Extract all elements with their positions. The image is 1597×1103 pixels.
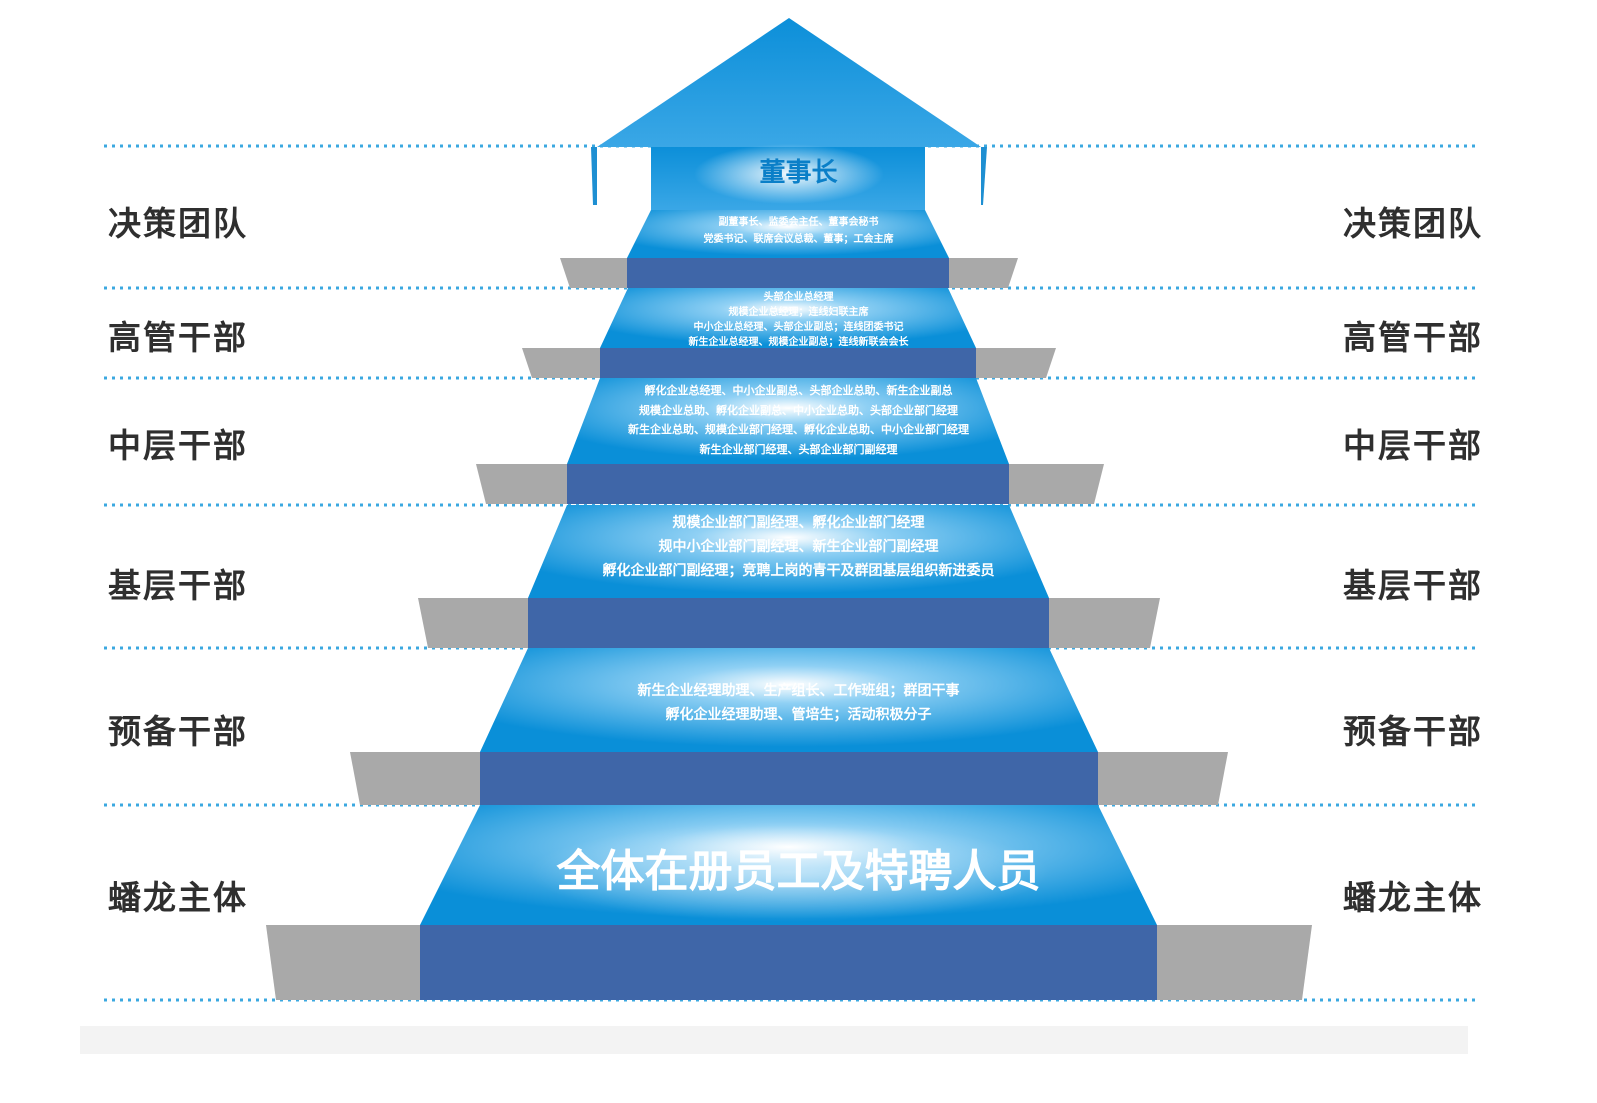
step-ledge-right (1049, 598, 1160, 648)
tier-description: 新生企业经理助理、生产组长、工作班组；群团干事孵化企业经理助理、管培生；活动积极… (0, 679, 1597, 727)
tier-description-line: 孵化企业经理助理、管培生；活动积极分子 (665, 707, 932, 723)
tier-label-left: 预备干部 (108, 712, 248, 751)
tier-description-line: 副董事长、监委会主任、董事会秘书 (718, 217, 879, 228)
arrow-wing-right (981, 147, 987, 205)
step-riser (480, 752, 1098, 805)
tier-label-left: 中层干部 (108, 426, 248, 465)
step-face (567, 378, 1009, 464)
pyramid-steps (266, 18, 1312, 1000)
tier-description: 规模企业部门副经理、孵化企业部门经理规中小企业部门副经理、新生企业部门副经理孵化… (0, 511, 1597, 583)
step-face (480, 648, 1098, 752)
step-riser (600, 348, 976, 378)
title-glow (694, 144, 884, 204)
tier-label-left: 蟠龙主体 (108, 878, 248, 917)
step-ledge-left (266, 925, 420, 1000)
tier-label-left: 高管干部 (108, 318, 248, 357)
step-ledge-left (350, 752, 480, 805)
tier-description: 孵化企业总经理、中小企业副总、头部企业总助、新生企业副总规模企业总助、孵化企业副… (0, 381, 1597, 459)
tier-label-right: 基层干部 (1343, 566, 1483, 605)
step-ledge-right (976, 348, 1056, 378)
base-glow (529, 822, 1049, 922)
tier-description-line: 新生企业总经理、规模企业副总；连线新联会会长 (688, 337, 909, 348)
tier-label-right: 蟠龙主体 (1343, 878, 1483, 917)
tier-description-line: 规模企业总助、孵化企业副总、中小企业总助、头部企业部门经理 (639, 403, 958, 417)
arrow-head (597, 18, 981, 147)
tier-label-right: 决策团队 (1343, 204, 1483, 243)
tier-title: 全体在册员工及特聘人员 (556, 846, 1041, 897)
step-ledge-right (1157, 925, 1312, 1000)
step-riser (567, 464, 1009, 504)
tier-description-line: 党委书记、联席会议总裁、董事；工会主席 (703, 234, 894, 245)
tier-description-line: 规模企业总经理；连线妇联主席 (728, 307, 869, 318)
step-ledge-right (1098, 752, 1228, 805)
step-riser (420, 925, 1157, 1000)
step-ledge-left (560, 258, 627, 288)
arrow-wing-left (591, 147, 597, 205)
step-ledge-left (418, 598, 528, 648)
step-face (627, 210, 949, 258)
tier-description-line: 规中小企业部门副经理、新生企业部门副经理 (658, 539, 939, 555)
step-face (600, 288, 976, 348)
footer-strip (80, 1026, 1468, 1054)
tier-description-line: 孵化企业部门副经理；竞聘上岗的青干及群团基层组织新进委员 (602, 563, 995, 579)
tier-description-line: 孵化企业总经理、中小企业副总、头部企业总助、新生企业副总 (644, 384, 953, 397)
tier-description: 副董事长、监委会主任、董事会秘书党委书记、联席会议总裁、董事；工会主席 (0, 214, 1597, 248)
tier-description: 头部企业总经理规模企业总经理；连线妇联主席中小企业总经理、头部企业副总；连线团委… (0, 290, 1597, 350)
tier-label-left: 基层干部 (108, 566, 248, 605)
step-ledge-left (476, 464, 567, 504)
tier-description-line: 新生企业部门经理、头部企业部门副经理 (699, 442, 898, 456)
step-riser (528, 598, 1049, 648)
tier-label-right: 中层干部 (1343, 426, 1483, 465)
step-riser (627, 258, 949, 288)
tier-description-line: 头部企业总经理 (763, 292, 834, 303)
tier-label-left: 决策团队 (108, 204, 248, 243)
tier-label-right: 高管干部 (1343, 318, 1483, 357)
step-ledge-right (1009, 464, 1104, 504)
tier-description-line: 中小企业总经理、头部企业副总；连线团委书记 (693, 322, 904, 333)
step-ledge-right (949, 258, 1018, 288)
tier-description-line: 新生企业总助、规模企业部门经理、孵化企业总助、中小企业部门经理 (628, 423, 969, 436)
tier-description-line: 规模企业部门副经理、孵化企业部门经理 (672, 515, 925, 531)
tier-label-right: 预备干部 (1343, 712, 1483, 751)
tier-description-line: 新生企业经理助理、生产组长、工作班组；群团干事 (637, 683, 960, 699)
step-ledge-left (522, 348, 600, 378)
step-face (528, 505, 1049, 598)
tier-title: 董事长 (759, 158, 838, 188)
